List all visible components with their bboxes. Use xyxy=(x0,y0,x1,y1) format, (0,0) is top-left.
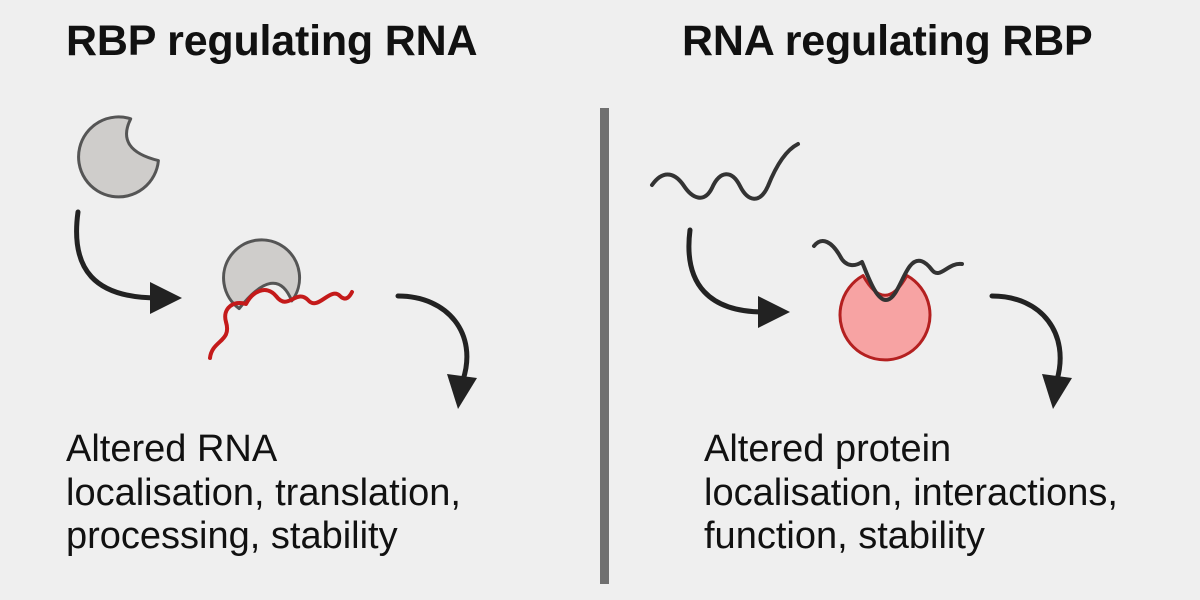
rbp-protein-bound-icon xyxy=(222,238,302,311)
rna-strand-red-icon xyxy=(208,288,354,360)
right-description-line: Altered protein xyxy=(704,428,952,470)
outcome-arrow-left-head-icon xyxy=(447,374,477,409)
rna-regulating-rbp-panel: RNA regulating RBP Altered protein local… xyxy=(600,0,1200,600)
left-description-line: processing, stability xyxy=(66,515,398,558)
outcome-arrow-right-icon xyxy=(989,293,1063,383)
rna-strand-bound-icon xyxy=(812,239,964,302)
left-description-line: localisation, translation, xyxy=(66,471,461,514)
panel-divider xyxy=(600,108,609,584)
binding-arrow-right-icon xyxy=(686,227,767,315)
left-panel-title: RBP regulating RNA xyxy=(66,17,478,65)
binding-arrow-left-icon xyxy=(74,209,161,301)
binding-arrow-left-head-icon xyxy=(150,282,182,314)
left-panel-description: Altered RNA localisation, translation, p… xyxy=(66,428,461,559)
outcome-arrow-left-icon xyxy=(395,293,470,383)
rbp-protein-free-icon xyxy=(77,115,160,199)
rna-strand-free-icon xyxy=(650,142,800,201)
right-description-line: function, stability xyxy=(704,515,985,558)
left-description-line: Altered RNA xyxy=(66,428,278,470)
right-panel-description: Altered protein localisation, interactio… xyxy=(704,428,1118,559)
right-description-line: localisation, interactions, xyxy=(704,471,1118,514)
right-panel-title: RNA regulating RBP xyxy=(682,17,1093,65)
outcome-arrow-right-head-icon xyxy=(1042,374,1072,409)
binding-arrow-right-head-icon xyxy=(758,296,790,328)
rbp-regulating-rna-panel: RBP regulating RNA Altered RNA localisat… xyxy=(66,17,478,559)
